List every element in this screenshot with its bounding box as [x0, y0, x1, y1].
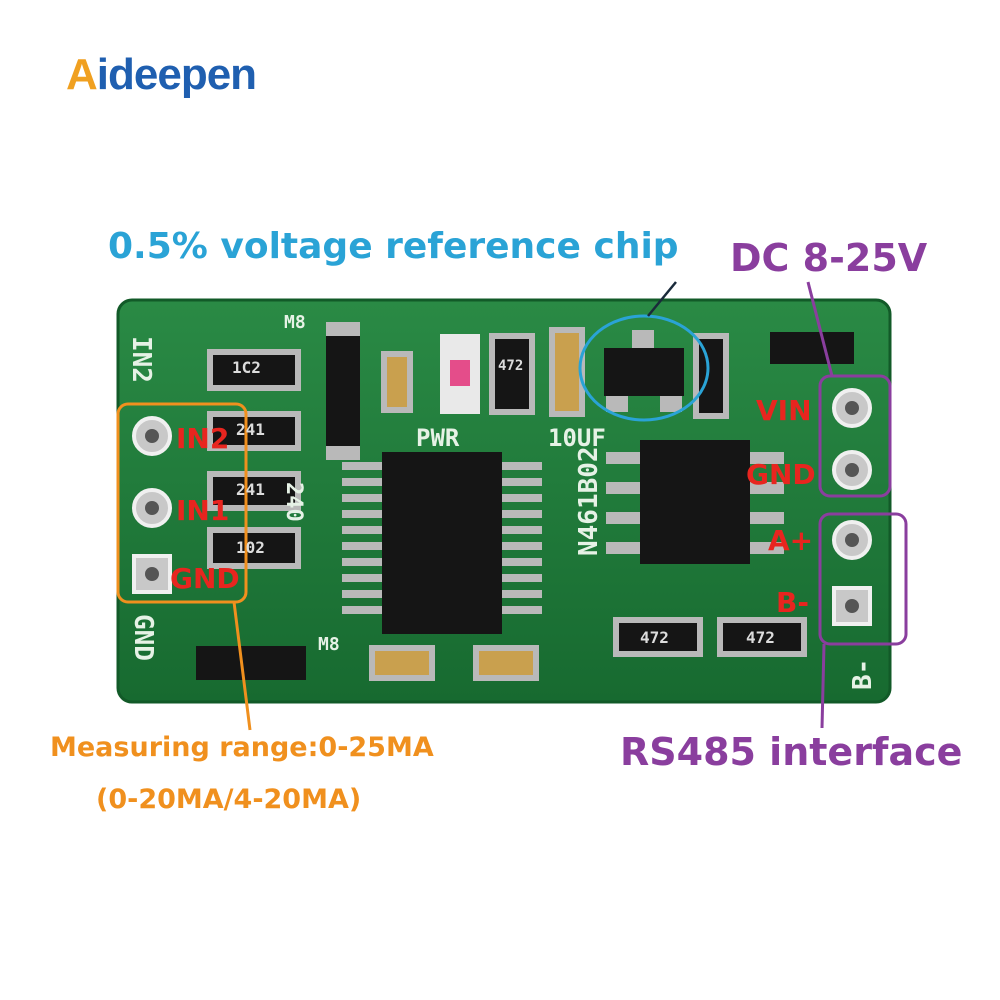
reference-chip-highlight — [578, 314, 710, 422]
silk-chip-marking: N461B02 — [574, 446, 604, 556]
rs485-callout: RS485 interface — [620, 730, 963, 774]
pin-label-in1: IN1 — [176, 494, 230, 527]
dc-supply-leader — [806, 281, 834, 377]
rs485-chip — [606, 440, 784, 564]
misc-components — [196, 322, 854, 681]
silk-m8-top: M8 — [284, 312, 306, 333]
range-modes-callout: (0-20MA/4-20MA) — [96, 784, 362, 815]
silk-r-241a: 241 — [236, 420, 265, 439]
dc-supply-callout: DC 8-25V — [730, 236, 928, 280]
logo-letter-a: A — [66, 50, 98, 99]
silk-10uf: 10UF — [548, 424, 606, 452]
reference-chip-leader — [647, 281, 677, 317]
silk-r-472c: 472 — [746, 628, 775, 647]
measuring-range-callout: Measuring range:0-25MA — [50, 732, 434, 763]
measuring-range-leader — [232, 601, 252, 731]
silk-r-1c2: 1C2 — [232, 358, 261, 377]
pin-label-a-plus: A+ — [768, 524, 814, 557]
silk-in2-edge: IN2 — [126, 336, 156, 383]
silk-pwr: PWR — [416, 424, 460, 452]
rs485-leader — [820, 643, 826, 729]
brand-logo: Aideepen — [66, 50, 257, 100]
silk-r-472b: 472 — [640, 628, 669, 647]
silk-r-472a: 472 — [498, 358, 524, 374]
reference-chip-callout: 0.5% voltage reference chip — [108, 226, 679, 267]
right-header-pads — [832, 388, 872, 626]
silk-r-102: 102 — [236, 538, 265, 557]
input-pins-highlight — [116, 402, 248, 604]
voltage-reference-chip — [604, 330, 684, 412]
silk-b-edge: B- — [848, 658, 878, 690]
pin-label-vin: VIN — [756, 394, 812, 427]
power-pins-highlight — [818, 374, 892, 498]
silk-240: 240 — [281, 482, 306, 522]
pin-label-gnd-right: GND — [746, 458, 816, 491]
rs485-pins-highlight — [818, 512, 908, 646]
pin-label-in2: IN2 — [176, 422, 230, 455]
logo-text: ideepen — [96, 50, 257, 99]
silk-r-241b: 241 — [236, 480, 265, 499]
silk-gnd-edge: GND — [128, 614, 158, 661]
left-header-pads — [132, 416, 172, 594]
main-ic — [342, 452, 542, 634]
pin-label-gnd-left: GND — [170, 562, 240, 595]
pin-label-b-minus: B- — [776, 586, 809, 619]
silk-m8-bottom: M8 — [318, 634, 340, 655]
